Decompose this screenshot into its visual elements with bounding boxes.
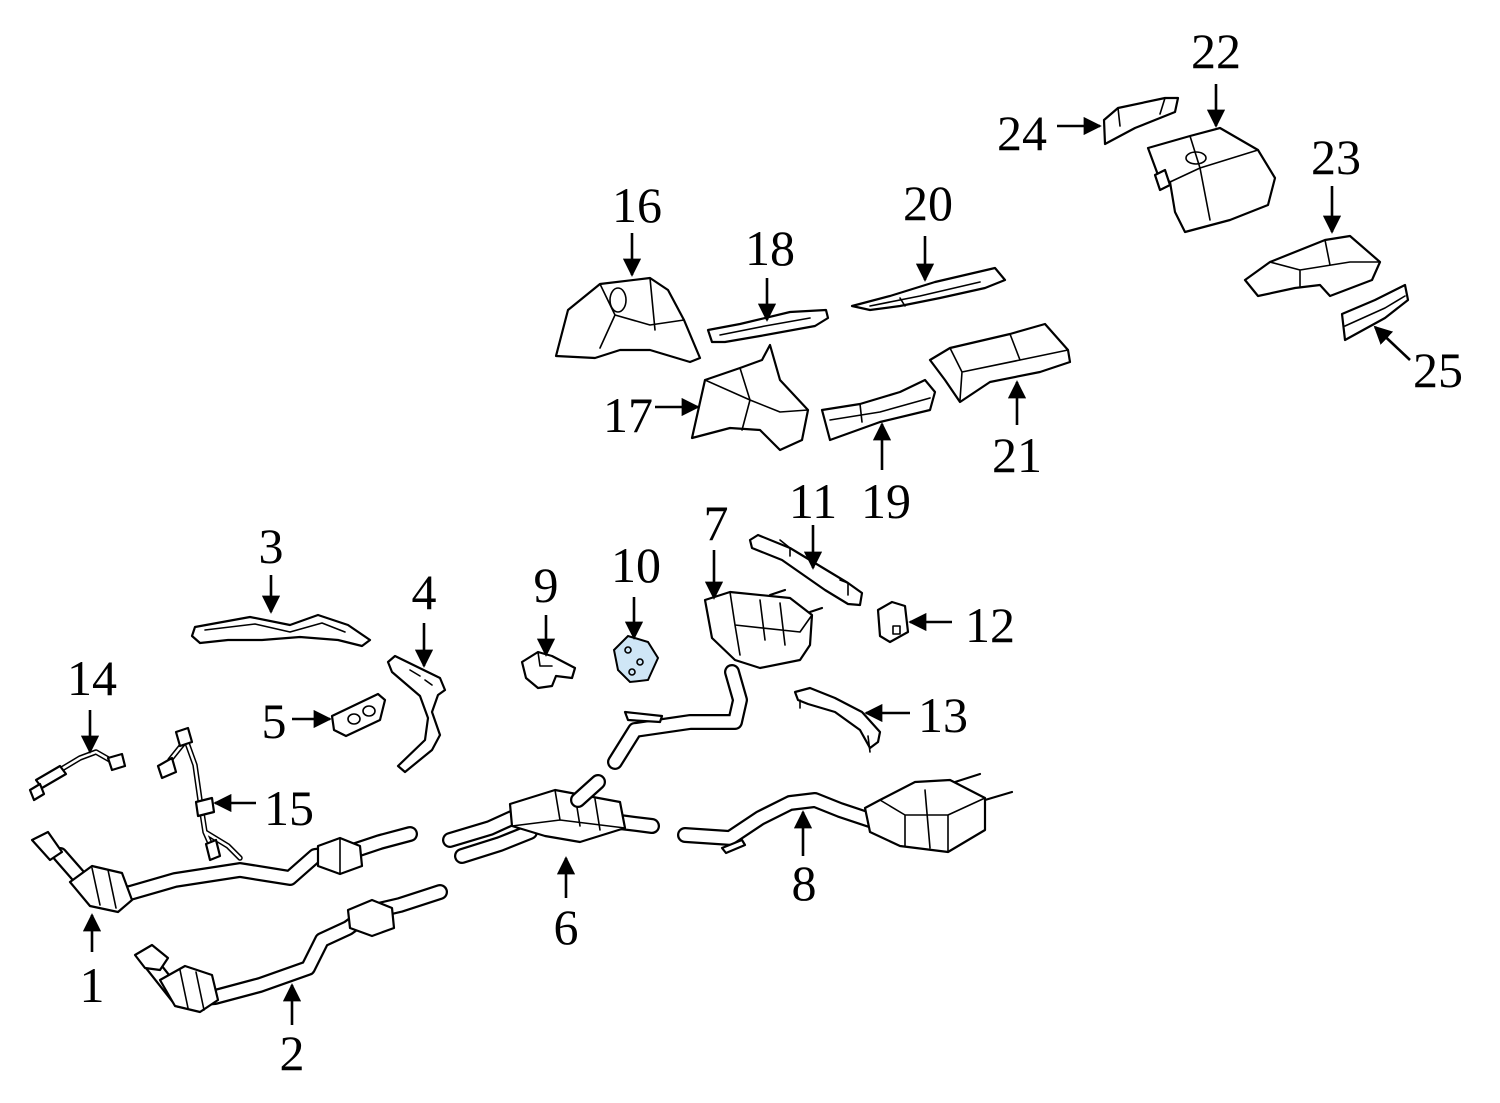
part-15-oxygen-sensor <box>156 726 243 862</box>
callout-label-16: 16 <box>612 177 662 233</box>
part-16-heat-shield <box>554 276 702 364</box>
callout-label-5: 5 <box>262 693 287 749</box>
callout-label-20: 20 <box>903 175 953 231</box>
part-10-insulator <box>612 634 660 684</box>
callout-label-3: 3 <box>259 518 284 574</box>
callout-label-13: 13 <box>918 687 968 743</box>
part-4-bracket <box>386 654 447 774</box>
part-12-hanger <box>876 600 910 644</box>
callout-label-11: 11 <box>789 473 837 529</box>
part-19-heat-shield <box>820 378 937 442</box>
callout-label-23: 23 <box>1311 129 1361 185</box>
callout-label-9: 9 <box>534 557 559 613</box>
part-23-heat-shield <box>1243 234 1382 298</box>
callout-label-7: 7 <box>704 495 729 551</box>
callout-label-21: 21 <box>992 427 1042 483</box>
part-3-heat-shield <box>190 613 372 648</box>
part-14-oxygen-sensor <box>28 749 127 802</box>
part-5-gasket <box>330 692 387 738</box>
callout-label-4: 4 <box>412 564 437 620</box>
callout-label-25: 25 <box>1413 342 1463 398</box>
callout-label-24: 24 <box>997 105 1047 161</box>
callout-arrow-25 <box>1373 325 1411 361</box>
callout-label-22: 22 <box>1191 23 1241 79</box>
callout-label-15: 15 <box>264 780 314 836</box>
callout-label-19: 19 <box>861 473 911 529</box>
part-20-heat-shield <box>850 266 1007 312</box>
part-13-bracket <box>793 686 882 753</box>
part-2-front-exhaust-pipe <box>133 884 448 1014</box>
part-8-rear-muffler <box>677 772 1014 855</box>
callout-label-10: 10 <box>611 537 661 593</box>
part-11-crossmember <box>748 533 864 607</box>
part-9-hanger <box>520 650 577 690</box>
callout-label-14: 14 <box>67 650 117 706</box>
part-7-muffler-pipe <box>607 588 824 770</box>
part-17-heat-shield <box>690 343 810 452</box>
callout-label-18: 18 <box>745 220 795 276</box>
callout-label-6: 6 <box>554 899 579 955</box>
part-25-heat-shield <box>1340 283 1410 342</box>
callout-label-2: 2 <box>280 1025 305 1081</box>
callout-label-17: 17 <box>603 387 653 443</box>
callout-labels: 1 2 3 4 5 6 7 8 9 10 11 12 13 14 15 16 1… <box>67 23 1463 1081</box>
part-1-front-exhaust-pipe <box>30 826 418 914</box>
part-21-tunnel-heat-shield <box>928 322 1072 404</box>
callout-label-12: 12 <box>965 597 1015 653</box>
callout-arrows <box>80 84 1411 1025</box>
callout-label-8: 8 <box>792 855 817 911</box>
part-24-heat-shield <box>1102 96 1180 146</box>
part-22-heat-shield <box>1146 126 1277 234</box>
callout-label-1: 1 <box>80 957 105 1013</box>
part-6-center-muffler <box>442 774 660 864</box>
